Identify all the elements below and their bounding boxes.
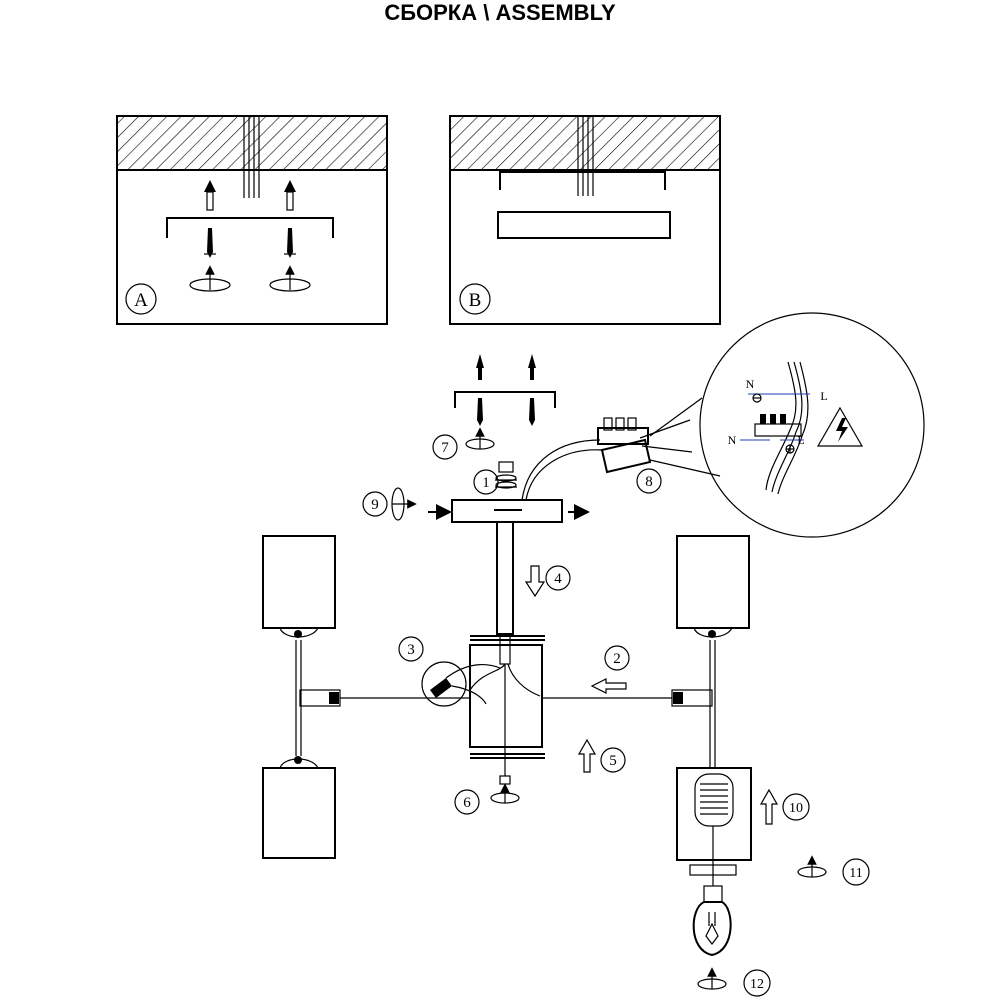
- panel-a-label-circle: [125, 283, 157, 315]
- arrow-down-icon: [524, 565, 546, 598]
- shade-exploded: [676, 767, 752, 886]
- nut-icon: [498, 461, 514, 473]
- supply-wire: [521, 439, 601, 501]
- svg-text:12: 12: [750, 977, 764, 992]
- step-arrows: [391, 487, 827, 990]
- canopy-plate: [497, 211, 671, 239]
- panel-b-label: B: [469, 290, 482, 311]
- svg-text:7: 7: [441, 440, 449, 456]
- down-rod: [496, 521, 514, 635]
- callout-line: [649, 459, 721, 477]
- svg-text:3: 3: [407, 642, 415, 658]
- svg-text:2: 2: [613, 651, 621, 667]
- bulb-icon: [692, 885, 732, 957]
- lamp-socket: [694, 773, 734, 827]
- connector-detail: [421, 661, 501, 707]
- panel-b-label-circle: [459, 283, 491, 315]
- svg-text:1: 1: [482, 475, 490, 491]
- step-12: 12: [743, 969, 771, 997]
- step-7-mounting: [454, 354, 556, 450]
- svg-text:11: 11: [849, 866, 862, 881]
- socket-thread: [700, 783, 728, 815]
- dowel-icon: [204, 180, 296, 211]
- arrow-left-icon: [590, 678, 627, 694]
- svg-text:10: 10: [789, 801, 803, 816]
- step-4: 4: [545, 565, 571, 591]
- svg-text:4: 4: [554, 571, 562, 587]
- rotate-arrow-icon: [391, 487, 827, 990]
- arrow-up-icon: [759, 788, 779, 825]
- page-title: СБОРКА \ ASSEMBLY: [384, 0, 616, 25]
- step-5: 5: [600, 747, 626, 773]
- warning-icon: [816, 406, 864, 447]
- step-10: 10: [782, 793, 810, 821]
- arm-left: [295, 640, 470, 756]
- svg-text:8: 8: [645, 474, 653, 490]
- ceiling-cable: [577, 116, 594, 196]
- finial: [499, 775, 511, 785]
- mounted-bracket: [499, 171, 666, 190]
- step-8: 8: [636, 468, 662, 494]
- step-3: 3: [398, 636, 424, 662]
- svg-text:9: 9: [371, 497, 379, 513]
- shade: [676, 535, 750, 638]
- canopy: [428, 461, 590, 523]
- arm-right: [542, 640, 716, 768]
- live-label: L: [820, 389, 827, 403]
- neutral-label: N: [746, 377, 755, 391]
- arrow-up-icon: [577, 738, 597, 773]
- mounting-bracket: [166, 217, 334, 238]
- shade: [262, 756, 336, 859]
- panel-a: A: [116, 115, 388, 325]
- supply-wire: [525, 449, 603, 501]
- step-11: 11: [842, 858, 870, 886]
- step-7: 7: [432, 434, 458, 460]
- svg-text:5: 5: [609, 753, 617, 769]
- lightning-icon: [836, 418, 848, 442]
- rod-nipple: [499, 633, 511, 665]
- terminal-block: [597, 417, 693, 474]
- neutral-label: N: [728, 433, 737, 447]
- screw-icon: [204, 228, 296, 258]
- shade: [262, 535, 336, 638]
- callout-line: [649, 397, 703, 437]
- ceiling-cable: [243, 116, 260, 198]
- step-1: 1: [473, 469, 499, 495]
- panel-a-label: A: [134, 290, 148, 311]
- rotate-arrow-icon: [189, 265, 311, 292]
- step-2: 2: [604, 645, 630, 671]
- step-9: 9: [362, 491, 388, 517]
- central-body: [469, 635, 545, 785]
- live-label: L: [797, 433, 804, 447]
- svg-text:6: 6: [463, 795, 471, 811]
- step-labels: 1 2 3 4 5 6 7 8 9 10 11 12: [362, 434, 870, 997]
- panel-b: B: [449, 115, 721, 325]
- wiring-detail: N L N L: [699, 312, 925, 538]
- step-6: 6: [454, 789, 480, 815]
- socket-ring: [689, 864, 737, 876]
